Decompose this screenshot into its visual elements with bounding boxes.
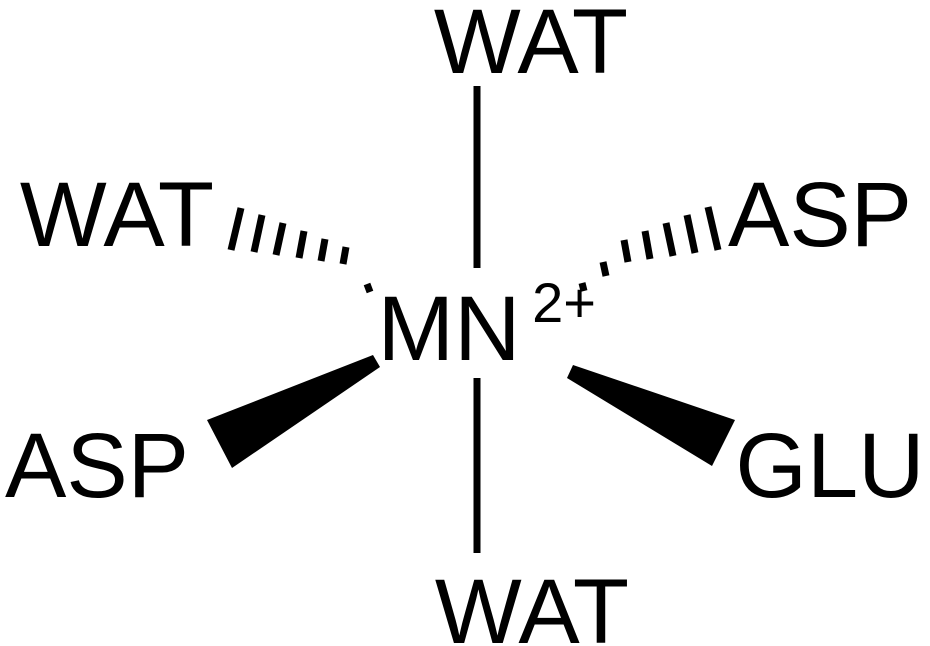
ligand-top: WAT [434,0,628,93]
center-charge: 2+ [532,271,596,334]
ligand-lower-right: GLU [735,415,924,517]
ligand-bottom: WAT [435,561,629,646]
ligand-upper-right: ASP [728,164,912,266]
center-atom: MN [377,278,520,380]
hashed-bond-upper-left [227,207,374,294]
ligand-upper-left: WAT [20,164,214,266]
hashed-bond-upper-right [578,206,722,292]
ligand-lower-left: ASP [5,415,189,517]
wedge-bond-lower-left [207,355,380,468]
wedge-bond-lower-right [567,365,735,466]
